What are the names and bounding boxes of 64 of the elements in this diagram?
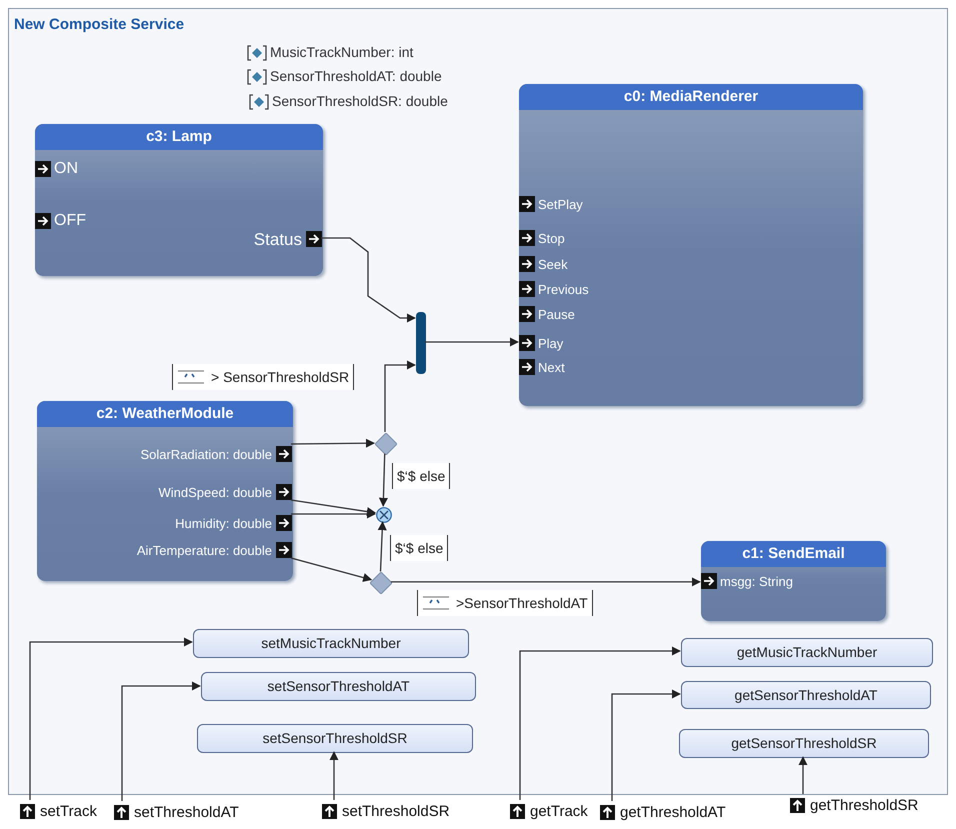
operation-label: setThresholdAT — [134, 804, 239, 820]
frame-title: New Composite Service — [14, 15, 184, 35]
port-label: OFF — [54, 213, 86, 229]
operation-label: setTrack — [40, 804, 97, 818]
port-label: Humidity: double — [175, 516, 272, 530]
variable-label: MusicTrackNumber: int — [270, 43, 414, 62]
operation-label: getTrack — [530, 804, 588, 818]
connector-arrow — [425, 337, 519, 347]
port-label: WindSpeed: double — [158, 486, 272, 498]
operation-box: getMusicTrackNumber — [681, 638, 933, 667]
operation-box: getSensorThresholdAT — [681, 681, 931, 709]
port-label: Next — [538, 360, 565, 374]
port-label: Previous — [538, 282, 589, 296]
port-label: Play — [538, 336, 564, 350]
variable-label: SensorThresholdAT: double — [270, 67, 442, 86]
edge-label: >SensorThresholdAT — [456, 594, 588, 612]
connector-arrow — [290, 499, 376, 516]
port-label: Stop — [538, 232, 565, 244]
connector-arrow — [378, 454, 388, 507]
operation-label: setThresholdSR — [342, 804, 450, 818]
edge-label: > SensorThresholdSR — [211, 368, 350, 386]
port-label: Status — [254, 230, 302, 248]
decision-diamond — [375, 433, 397, 455]
connector-arrow — [329, 751, 339, 800]
join-bar — [416, 312, 426, 374]
component-box — [701, 541, 886, 621]
connector-arrow — [611, 689, 681, 801]
connector-arrow — [378, 521, 387, 572]
component-box — [37, 401, 293, 581]
connector-arrow — [291, 509, 376, 519]
component-box — [35, 124, 323, 276]
port-label: SolarRadiation: double — [140, 448, 272, 460]
connector-arrow — [390, 577, 701, 586]
operation-label: getThresholdSR — [810, 798, 918, 812]
port-label: ON — [54, 161, 78, 177]
port-label: Seek — [538, 258, 568, 270]
component-box — [519, 84, 863, 406]
decision-diamond — [370, 572, 392, 594]
connector-arrow — [290, 557, 372, 582]
operation-label: getThresholdAT — [620, 804, 726, 820]
port-label: AirTemperature: double — [136, 544, 272, 556]
port-label: msgg: String — [720, 574, 793, 588]
variable-label: SensorThresholdSR: double — [272, 92, 448, 111]
connector-arrow — [321, 237, 416, 323]
component-title: c1: SendEmail — [742, 544, 845, 564]
connector-arrow — [121, 681, 201, 801]
merge-circle — [376, 507, 392, 523]
connector-arrow — [291, 438, 375, 448]
operation-box: setMusicTrackNumber — [193, 629, 469, 658]
composite-frame — [8, 8, 948, 795]
connector-arrow — [519, 646, 681, 800]
port-label: Pause — [538, 308, 575, 320]
component-title: c3: Lamp — [146, 126, 212, 147]
operation-box: setSensorThresholdSR — [197, 724, 473, 753]
connector-arrow — [798, 756, 808, 794]
edge-label: $‘$ else — [397, 466, 446, 486]
connector-arrow — [384, 360, 416, 432]
component-title: c2: WeatherModule — [96, 404, 234, 424]
connector-arrow — [29, 637, 193, 800]
operation-box: setSensorThresholdAT — [201, 672, 476, 701]
port-label: SetPlay — [538, 198, 583, 210]
component-title: c0: MediaRenderer — [624, 86, 758, 107]
operation-box: getSensorThresholdSR — [679, 729, 929, 758]
edge-label: $‘$ else — [395, 538, 444, 558]
